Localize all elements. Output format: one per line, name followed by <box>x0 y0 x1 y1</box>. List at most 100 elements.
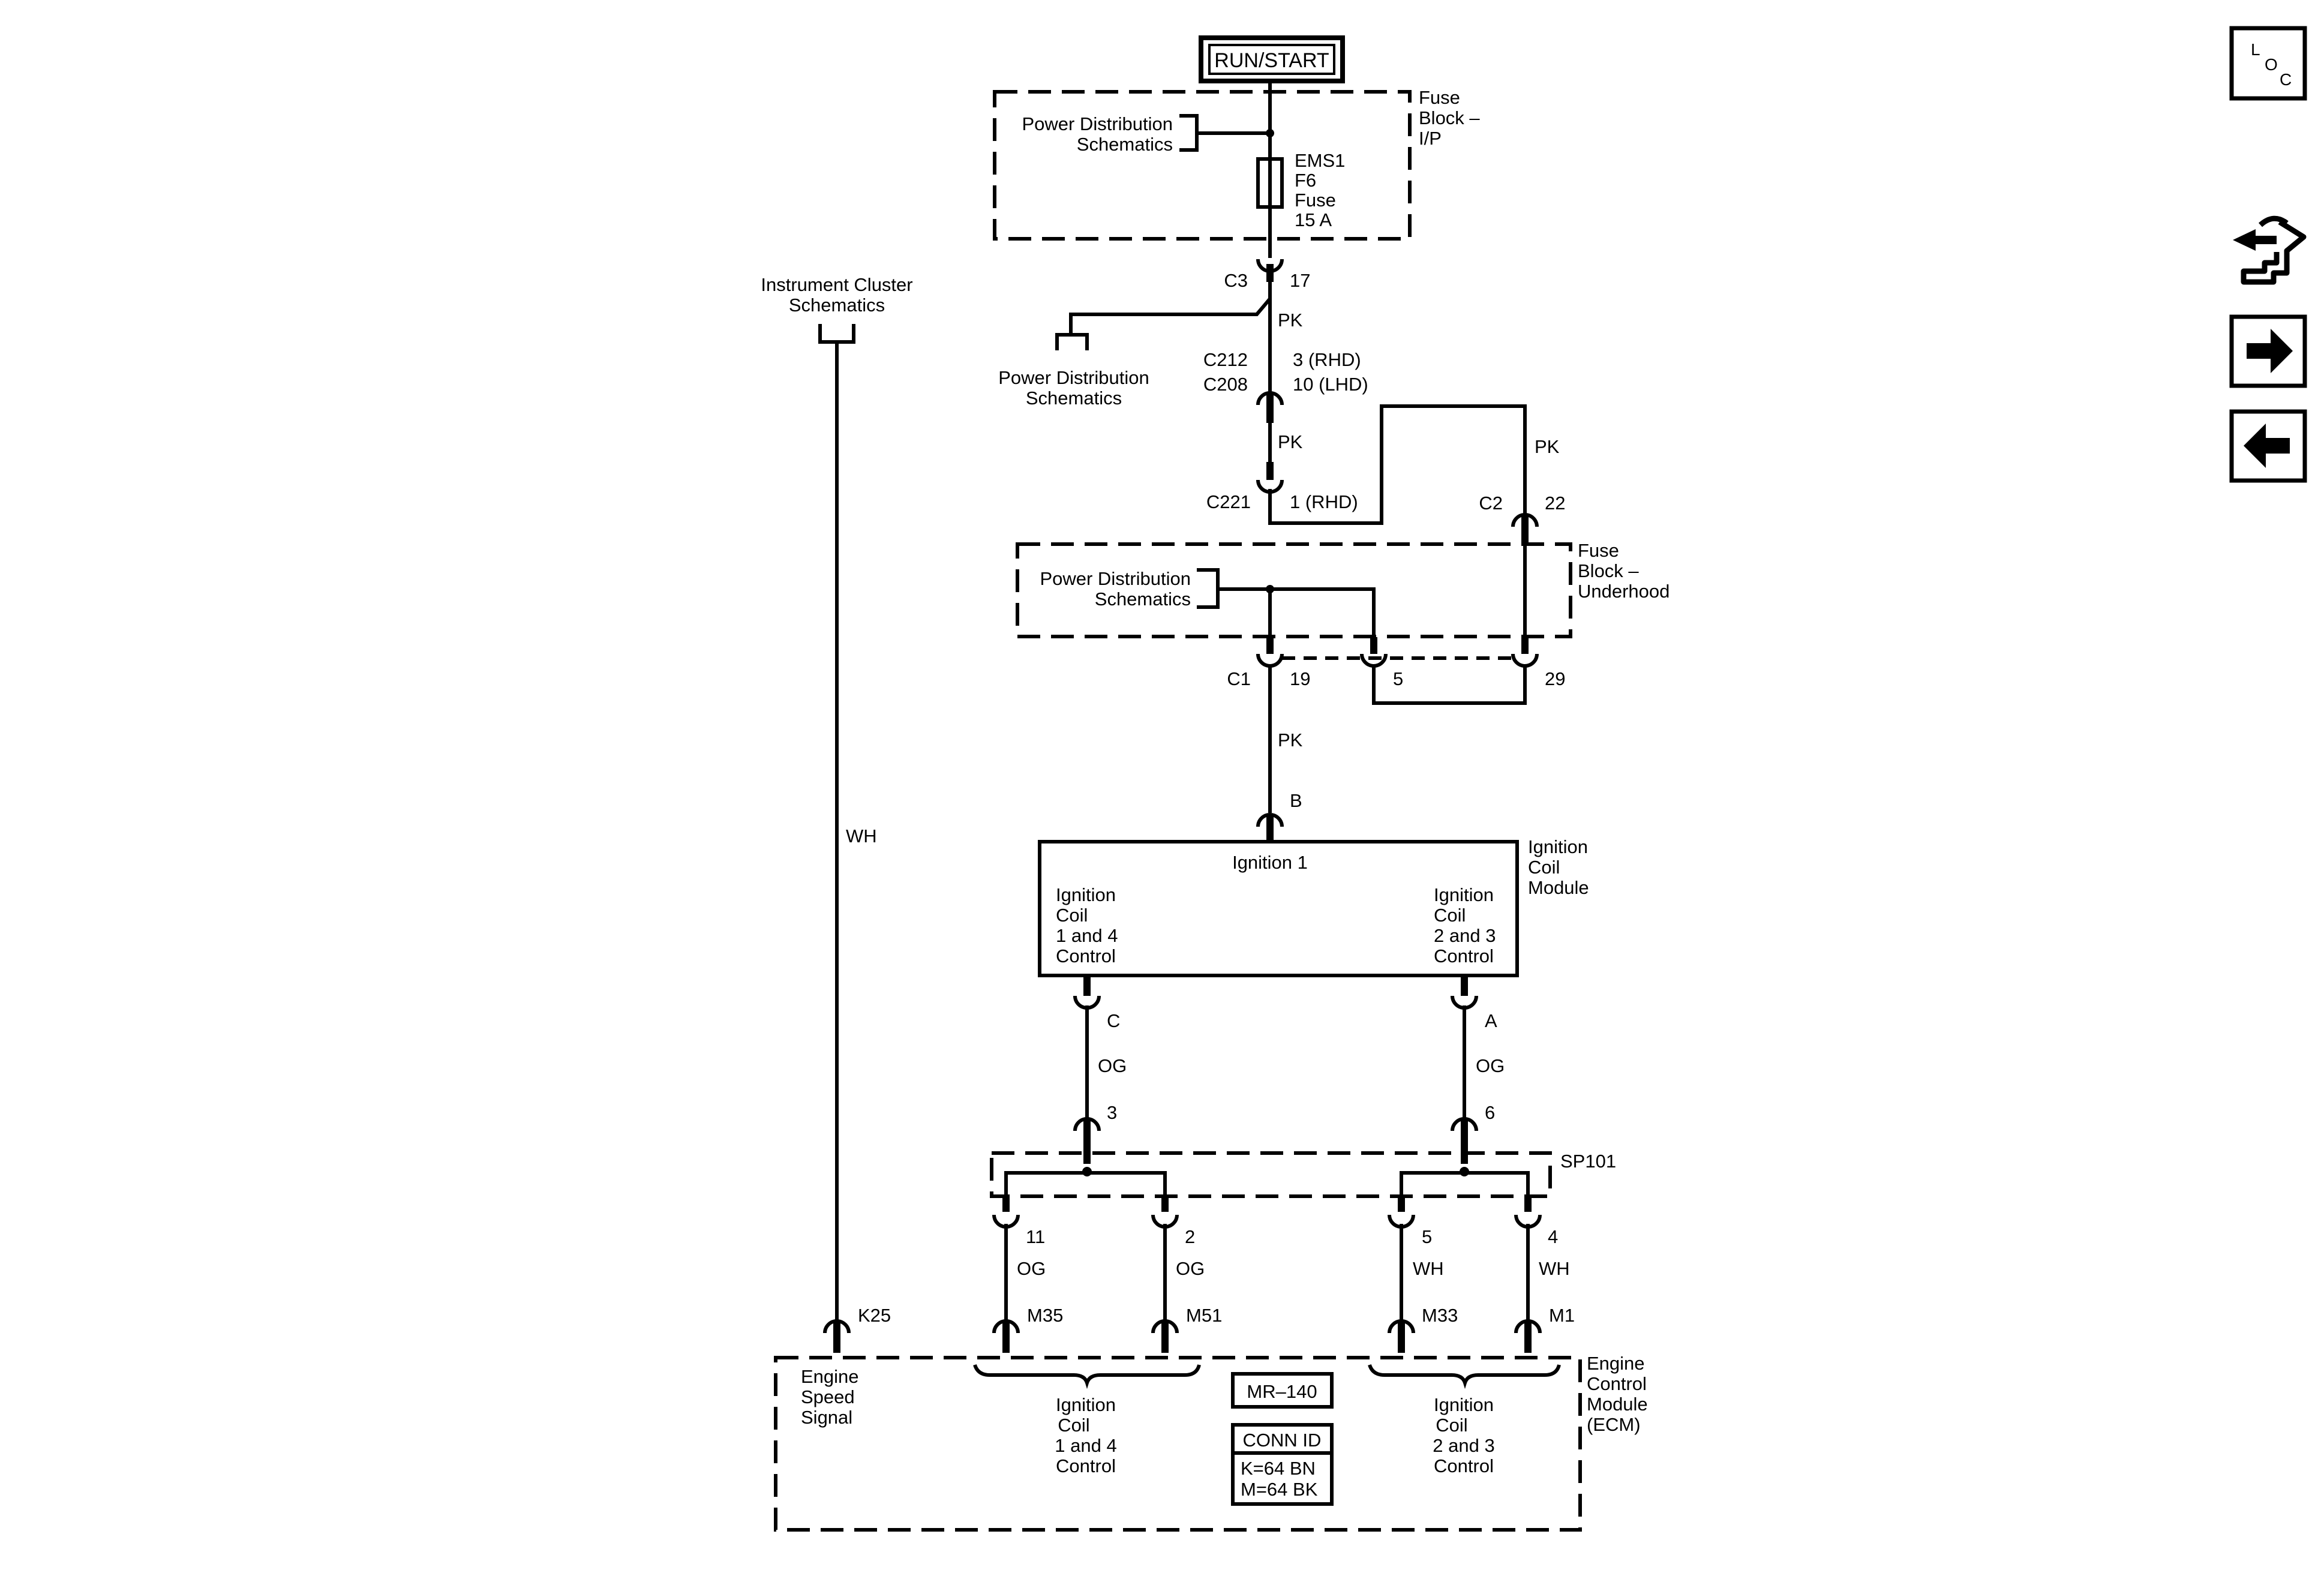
fuse-block-ip-title-1: Fuse <box>1419 87 1460 108</box>
icm-right-ctrl-2: Coil <box>1434 905 1466 926</box>
loc-letter-l: L <box>2251 40 2260 59</box>
icm-pin-b-label: B <box>1290 790 1302 811</box>
fuse-block-ip-title-2: Block – <box>1419 107 1480 128</box>
c1-label: C1 <box>1227 668 1251 689</box>
connector-c3: C3 17 PK <box>1224 259 1310 331</box>
instrument-cluster-link: Instrument Cluster Schematics WH <box>761 274 913 1320</box>
ecm-left-ctrl-4: Control <box>1056 1455 1116 1476</box>
conn-id-m: M=64 BK <box>1241 1479 1318 1500</box>
icm-left-ctrl-1: Ignition <box>1056 884 1116 905</box>
splice-name: SP101 <box>1560 1151 1616 1172</box>
fuse-block-ip-title-3: I/P <box>1419 128 1442 149</box>
icm-wire-left: OG <box>1098 1055 1127 1076</box>
c221-label: C221 <box>1206 491 1251 512</box>
c3-pin: 17 <box>1290 270 1310 291</box>
loc-icon[interactable]: L O C <box>2229 26 2307 101</box>
splice-pin-3: 3 <box>1107 1102 1117 1123</box>
run-start-source: RUN/START <box>1199 35 1345 83</box>
mr-140-label: MR–140 <box>1247 1381 1317 1402</box>
ignition-coil-module: Ignition Coil Module Ignition 1 Ignition… <box>1038 836 1589 977</box>
ecm-right-ctrl-4: Control <box>1434 1455 1494 1476</box>
fuse-word: Fuse <box>1295 190 1336 211</box>
inline-wire-pk: PK <box>1278 431 1303 452</box>
ecm-input-pins: K25 M35 M51 M33 M1 <box>823 1305 1575 1353</box>
fuse-id: F6 <box>1295 170 1316 191</box>
instrument-cluster-title-2: Schematics <box>789 295 885 316</box>
fuse-uh-pds-1: Power Distribution <box>1040 568 1191 589</box>
splice-pin-11: 11 <box>1026 1226 1045 1247</box>
fuse-uh-title-3: Underhood <box>1578 581 1670 602</box>
icm-title-2: Coil <box>1528 857 1560 878</box>
ecm-title-2: Control <box>1587 1373 1647 1394</box>
fuse-uh-pds-2: Schematics <box>1095 589 1191 610</box>
ecm-right-ctrl-3: 2 and 3 <box>1433 1435 1494 1456</box>
splice-wire-og-2: OG <box>1176 1258 1205 1279</box>
icm-ignition-1: Ignition 1 <box>1232 852 1308 873</box>
pds-branch-1: Power Distribution <box>998 367 1149 388</box>
ecm-right-ctrl-2: Coil <box>1436 1415 1467 1436</box>
run-start-label: RUN/START <box>1214 49 1329 72</box>
engine-control-module: Engine Control Module (ECM) Engine Speed… <box>774 1353 1648 1532</box>
mr-140-box <box>1231 1372 1334 1409</box>
fuse-rating: 15 A <box>1295 209 1332 230</box>
c212-pin: 3 (RHD) <box>1293 349 1361 370</box>
icm-output-pins: C A OG OG 3 6 <box>1073 977 1505 1123</box>
c1-pin-29: 29 <box>1545 668 1565 689</box>
splice-pin-6: 6 <box>1485 1102 1495 1123</box>
fuse-uh-title-2: Block – <box>1578 560 1639 581</box>
loc-letter-o: O <box>2265 55 2278 74</box>
ecm-title-1: Engine <box>1587 1353 1645 1374</box>
fuse-block-ip: Fuse Block – I/P Power Distribution Sche… <box>993 87 1480 241</box>
icm-wire-right: OG <box>1476 1055 1505 1076</box>
ecm-title-3: Module <box>1587 1394 1648 1415</box>
ecm-pin-m1: M1 <box>1549 1305 1575 1326</box>
next-page-arrow-icon[interactable] <box>2229 314 2307 388</box>
splice-wire-og-1: OG <box>1017 1258 1046 1279</box>
pds-branch-2: Schematics <box>1026 388 1122 409</box>
c221-pin: 1 (RHD) <box>1290 491 1358 512</box>
icm-pin-c: C <box>1107 1010 1120 1031</box>
previous-page-arrow-icon[interactable] <box>2229 409 2307 483</box>
icm-title-1: Ignition <box>1528 836 1588 857</box>
ecm-pin-m51: M51 <box>1186 1305 1222 1326</box>
loc-letter-c: C <box>2280 70 2292 89</box>
connector-c212-c208: C212 3 (RHD) C208 10 (LHD) <box>1203 349 1368 423</box>
connector-end-view-icon[interactable] <box>2233 215 2307 285</box>
splice-pin-4: 4 <box>1548 1226 1558 1247</box>
ecm-title-4: (ECM) <box>1587 1414 1641 1435</box>
ecm-right-ctrl-1: Ignition <box>1434 1394 1494 1415</box>
loop-wire-pk: PK <box>1535 436 1560 457</box>
ecm-pin-m35: M35 <box>1027 1305 1063 1326</box>
c208-label: C208 <box>1203 374 1248 395</box>
c212-label: C212 <box>1203 349 1248 370</box>
c1-pin-19: 19 <box>1290 668 1310 689</box>
fuse-ip-pds-1: Power Distribution <box>1022 113 1173 134</box>
icm-left-ctrl-4: Control <box>1056 945 1116 966</box>
conn-id-box <box>1231 1423 1334 1506</box>
icm-pin-a: A <box>1485 1010 1497 1031</box>
c1-wire-pk: PK <box>1278 730 1303 751</box>
splice-wire-wh-2: WH <box>1539 1258 1570 1279</box>
icm-left-ctrl-3: 1 and 4 <box>1056 925 1118 946</box>
conn-id-title: CONN ID <box>1243 1430 1322 1451</box>
c3-wire-color: PK <box>1278 310 1303 331</box>
icm-right-ctrl-4: Control <box>1434 945 1494 966</box>
icm-pin-b: B <box>1256 790 1302 842</box>
conn-id-k: K=64 BN <box>1241 1458 1316 1479</box>
ecm-speed-3: Signal <box>801 1407 852 1428</box>
c3-label: C3 <box>1224 270 1248 291</box>
splice-pin-5: 5 <box>1422 1226 1432 1247</box>
splice-pin-2: 2 <box>1185 1226 1195 1247</box>
fuse-block-underhood: Fuse Block – Underhood Power Distributio… <box>1016 540 1670 660</box>
fuse-uh-title-1: Fuse <box>1578 540 1619 561</box>
fuse-name: EMS1 <box>1295 150 1345 171</box>
ecm-pin-m33: M33 <box>1422 1305 1458 1326</box>
icm-left-ctrl-2: Coil <box>1056 905 1088 926</box>
c2-pin: 22 <box>1545 493 1565 514</box>
ecm-left-ctrl-3: 1 and 4 <box>1055 1435 1116 1456</box>
ecm-speed-1: Engine <box>801 1366 859 1387</box>
fuse-ip-pds-2: Schematics <box>1077 134 1173 155</box>
c208-pin: 10 (LHD) <box>1293 374 1368 395</box>
instrument-cluster-title-1: Instrument Cluster <box>761 274 912 295</box>
